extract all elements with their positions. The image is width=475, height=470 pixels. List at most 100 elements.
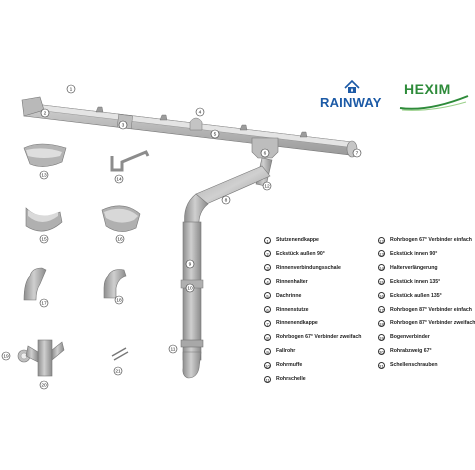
legend-number: 8 [264,333,271,341]
callout-circle [113,366,123,376]
callout-number: 19 [3,354,9,360]
legend-number: 14 [378,264,385,272]
callout-number: 6 [264,151,267,157]
rainway-logo: RAINWAY [320,79,394,114]
callout-number: 20 [41,383,47,389]
part-16 [101,205,141,232]
legend-number: 3 [264,264,271,272]
legend-number: 1 [264,236,271,244]
rainway-logo-text: RAINWAY [320,95,382,110]
callout-circle [39,170,49,180]
callout-circle [210,129,220,139]
legend-label: Eckstück außen 135° [390,292,442,299]
legend-label: Rohrbogen 67° Verbinder einfach [390,237,472,243]
part-21 [111,347,129,361]
pipe-clamp [180,339,204,348]
legend-row: 21 Schellenschrauben [378,361,438,369]
callout-circle [118,120,128,130]
callout-number: 7 [356,151,359,157]
callout-circle [185,259,195,269]
callout-circle [185,283,195,293]
legend-label: Eckstück innen 90° [390,250,438,257]
legend-label: Dachrinne [276,292,302,299]
legend-number: 9 [264,347,271,355]
legend-label: Rohrbogen 87° Verbinder zweifach [390,320,475,327]
legend-number: 10 [264,361,271,369]
callout-circle [39,298,49,308]
legend-label: Halterverlängerung [390,264,438,271]
callout-circle [40,108,50,118]
legend-row: 19 Bogenverbinder [378,333,430,341]
legend-row: 5 Dachrinne [264,292,301,300]
legend-number: 18 [378,319,385,327]
legend-label: Rinnenendkappe [276,320,318,327]
legend-number: 11 [264,375,271,383]
legend-label: Schellenschrauben [390,362,438,369]
part-13 [23,143,67,167]
callout-number: 14 [116,177,122,183]
callout-circle [221,195,231,205]
legend-row: 14 Halterverlängerung [378,264,438,272]
part-17 [23,267,47,301]
callout-circle [352,148,362,158]
callout-circle [260,148,270,158]
callout-number: 13 [41,173,47,179]
callout-number: 9 [189,262,192,268]
part-18 [103,269,127,299]
legend-number: 2 [264,250,271,258]
downpipe [180,157,273,379]
callout-number: 16 [117,237,123,243]
legend-label: Rohrmuffe [276,362,303,369]
gutter [21,96,358,159]
callout-number: 5 [214,132,217,138]
legend-row: 15 Eckstück innen 135° [378,278,440,286]
legend-row: 16 Eckstück außen 135° [378,292,442,300]
callout-number: 18 [116,298,122,304]
legend-number: 5 [264,292,271,300]
legend-number: 21 [378,361,385,369]
callout-number: 11 [171,347,176,353]
callout-circle [1,351,11,361]
legend-row: 3 Rinnenverbindungsschale [264,264,341,272]
callout-circle [39,234,49,244]
legend-row: 12 Rohrbogen 67° Verbinder einfach [378,236,472,244]
part-20 [25,339,65,377]
gutter-outlet [251,137,279,159]
callout-number: 3 [122,123,125,129]
legend-number: 6 [264,306,271,313]
callout-circle [115,234,125,244]
callout-number: 15 [41,237,47,243]
legend-label: Bogenverbinder [390,334,430,341]
legend-number: 12 [378,236,385,244]
house-drop-icon [344,79,360,93]
callout-number: 2 [44,111,47,117]
legend-label: Rinnenverbindungsschale [276,264,341,271]
legend-number: 20 [378,347,385,355]
callout-circle [114,174,124,184]
callout-circle [66,84,76,94]
gutter-bracket [189,117,203,131]
legend-label: Eckstück innen 135° [390,278,441,285]
callout-number: 12 [264,184,270,190]
callout-number: 10 [187,286,193,292]
legend-label: Fallrohr [276,348,296,355]
callout-number: 4 [199,110,202,116]
callout-circle [114,295,124,305]
gutter-hangers [95,106,308,138]
legend-number: 15 [378,278,385,286]
legend-number: 16 [378,292,385,300]
swoosh-icon [399,95,469,111]
legend-number: 19 [378,333,385,341]
legend-label: Stutzenendkappe [276,237,319,243]
legend-row: 10 Rohrmuffe [264,361,302,369]
part-14 [110,150,150,172]
